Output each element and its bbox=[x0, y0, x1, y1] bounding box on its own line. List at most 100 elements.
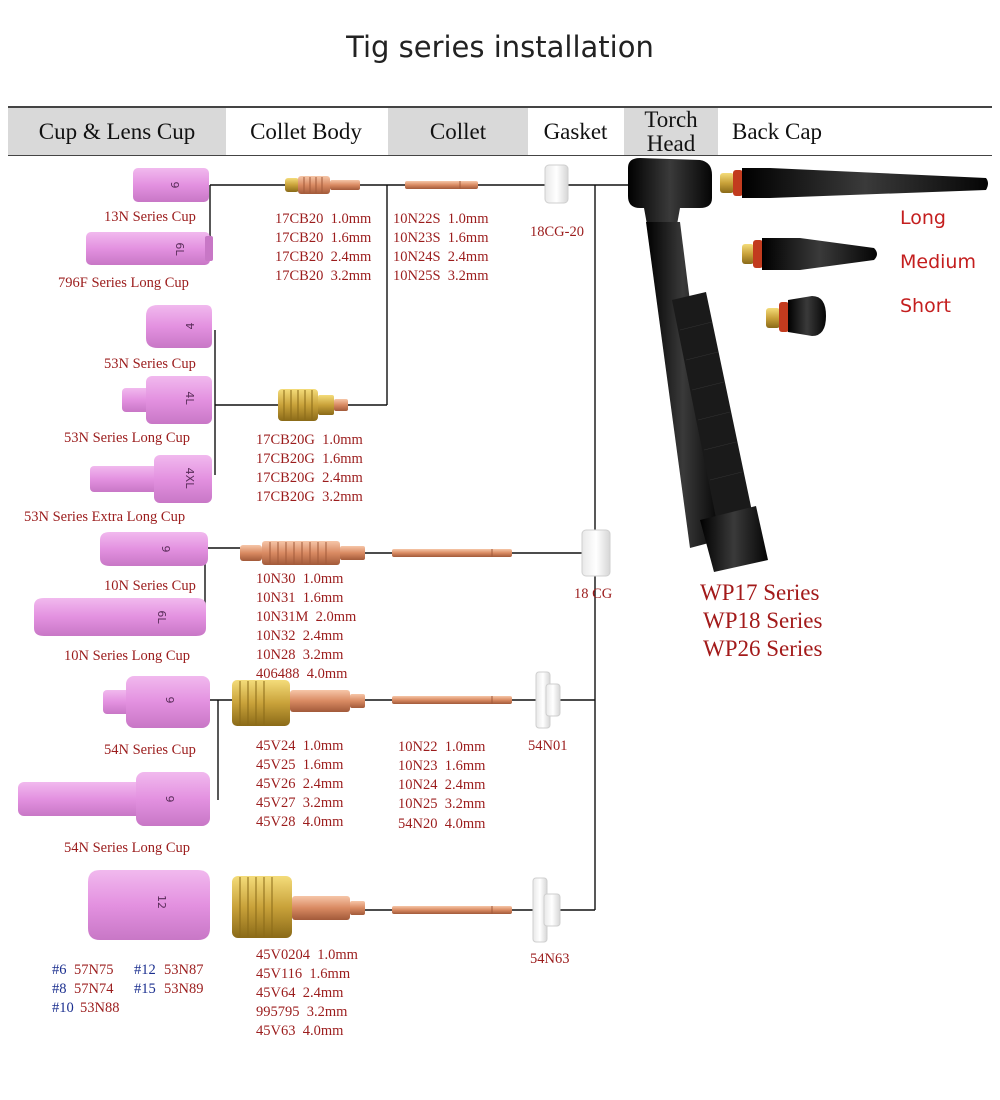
collet-item: 10N22 1.0mm bbox=[398, 739, 486, 755]
cup-53n-extra-long-label: 53N Series Extra Long Cup bbox=[24, 509, 185, 525]
cup-53n-number: 4 bbox=[184, 323, 197, 330]
cup-53n-extra-long-number: 4XL bbox=[183, 468, 196, 490]
gasket-18cg bbox=[581, 529, 611, 577]
cup-53n-long: 4L bbox=[122, 376, 212, 424]
collet-body-17cb20g bbox=[278, 389, 348, 421]
cup-53n-long-number: 4L bbox=[183, 391, 196, 405]
page-title: Tig series installation bbox=[346, 30, 654, 64]
header-cup: Cup & Lens Cup bbox=[8, 108, 226, 155]
collet-body-item: 17CB20 3.2mm bbox=[275, 268, 372, 284]
collet-body-item: 45V0204 1.0mm bbox=[256, 947, 359, 963]
header-collet-body: Collet Body bbox=[250, 118, 362, 144]
gasket-54n63 bbox=[532, 877, 561, 943]
collet-body-list-g2: 17CB20G 1.0mm 17CB20G 1.6mm 17CB20G 2.4m… bbox=[256, 432, 363, 505]
torch-head bbox=[628, 158, 768, 572]
cup-10n-long-number: 6L bbox=[155, 610, 168, 624]
cup-53n-label: 53N Series Cup bbox=[104, 356, 196, 372]
cup-10n-long: 6L bbox=[34, 598, 206, 636]
collet-body-item: 17CB20G 1.0mm bbox=[256, 432, 363, 448]
collet-item: 10N23S 1.6mm bbox=[393, 230, 489, 246]
gasket-54n01-label: 54N01 bbox=[528, 738, 567, 754]
gasket-18cg-20-label: 18CG-20 bbox=[530, 224, 584, 240]
collet-short bbox=[405, 181, 478, 189]
cup-54n: 6 bbox=[103, 676, 210, 728]
collet-item: 10N22S 1.0mm bbox=[393, 211, 489, 227]
gasket-54n63-label: 54N63 bbox=[530, 951, 569, 967]
torch-series-list: WP17 Series WP18 Series WP26 Series bbox=[700, 580, 823, 661]
header-torch-line1: Torch bbox=[644, 106, 698, 132]
cup-53n-extra-long: 4XL bbox=[90, 455, 212, 503]
cup-size-num: #12 bbox=[134, 962, 156, 978]
connector-lines bbox=[204, 184, 628, 911]
collet-body-item: 45V64 2.4mm bbox=[256, 985, 344, 1001]
collet-long-10n bbox=[392, 549, 512, 557]
collet-body-list-g1: 17CB20 1.0mm 17CB20 1.6mm 17CB20 2.4mm 1… bbox=[275, 211, 372, 284]
torch-series-item: WP26 Series bbox=[703, 636, 823, 661]
torch-series-item: WP18 Series bbox=[703, 608, 823, 633]
back-cap-short bbox=[766, 296, 826, 336]
cup-10n: 6 bbox=[100, 532, 208, 566]
back-cap-long-label: Long bbox=[900, 207, 946, 229]
collet-body-item: 45V116 1.6mm bbox=[256, 966, 351, 982]
collet-long-54n bbox=[392, 696, 512, 704]
collet-list-g4: 10N22 1.0mm 10N23 1.6mm 10N24 2.4mm 10N2… bbox=[398, 739, 486, 832]
cup-54n-number: 6 bbox=[164, 697, 177, 704]
cup-size-num: #8 bbox=[52, 981, 67, 997]
cup-54n-long: 6 bbox=[18, 772, 210, 826]
collet-body-list-g5: 45V0204 1.0mm 45V116 1.6mm 45V64 2.4mm 9… bbox=[256, 947, 359, 1039]
cup-54n-long-label: 54N Series Long Cup bbox=[64, 840, 190, 856]
cup-796f: 6L bbox=[86, 232, 213, 265]
back-cap-medium bbox=[742, 238, 877, 270]
back-cap-short-label: Short bbox=[900, 295, 951, 317]
collet-long-57n bbox=[392, 906, 512, 914]
collet-item: 10N24 2.4mm bbox=[398, 777, 486, 793]
cup-13n-label: 13N Series Cup bbox=[104, 209, 196, 225]
collet-body-item: 17CB20 2.4mm bbox=[275, 249, 372, 265]
torch-series-item: WP17 Series bbox=[700, 580, 820, 605]
cup-10n-number: 6 bbox=[160, 546, 173, 553]
collet-body-list-g4: 45V24 1.0mm 45V25 1.6mm 45V26 2.4mm 45V2… bbox=[256, 738, 344, 830]
cup-size-code: 57N75 bbox=[74, 962, 113, 978]
collet-body-item: 45V63 4.0mm bbox=[256, 1023, 344, 1039]
header-torch-line2: Head bbox=[646, 130, 696, 156]
gasket-18cg-20 bbox=[544, 164, 569, 204]
collet-body-item: 17CB20 1.0mm bbox=[275, 211, 372, 227]
collet-body-10n bbox=[240, 541, 365, 565]
back-cap-medium-label: Medium bbox=[900, 251, 976, 273]
header-back-cap: Back Cap bbox=[732, 118, 823, 144]
header-bottom-rule bbox=[8, 155, 992, 156]
collet-item: 10N25 3.2mm bbox=[398, 796, 486, 812]
collet-body-item: 17CB20G 3.2mm bbox=[256, 489, 363, 505]
header-collet: Collet bbox=[388, 108, 528, 155]
header-torch-head: Torch Head bbox=[624, 106, 718, 156]
collet-body-item: 10N31 1.6mm bbox=[256, 590, 344, 606]
collet-body-item: 45V24 1.0mm bbox=[256, 738, 344, 754]
cup-size-code: 53N89 bbox=[164, 981, 203, 997]
collet-body-item: 10N32 2.4mm bbox=[256, 628, 344, 644]
collet-body-item: 17CB20G 2.4mm bbox=[256, 470, 363, 486]
collet-item: 10N24S 2.4mm bbox=[393, 249, 489, 265]
collet-body-17cb20 bbox=[285, 176, 360, 194]
collet-body-item: 45V26 2.4mm bbox=[256, 776, 344, 792]
gasket-54n01 bbox=[535, 671, 561, 729]
collet-body-item: 406488 4.0mm bbox=[256, 666, 348, 682]
collet-item: 54N20 4.0mm bbox=[398, 816, 486, 832]
header-gasket: Gasket bbox=[543, 118, 608, 144]
header-top-rule bbox=[8, 106, 992, 108]
collet-body-item: 17CB20G 1.6mm bbox=[256, 451, 363, 467]
collet-body-item: 17CB20 1.6mm bbox=[275, 230, 372, 246]
cup-54n-label: 54N Series Cup bbox=[104, 742, 196, 758]
cup-13n-number: 6 bbox=[169, 182, 182, 189]
cup-size-list: #6 57N75 #12 53N87 #8 57N74 #15 53N89 #1… bbox=[52, 962, 203, 1016]
cup-796f-label: 796F Series Long Cup bbox=[58, 275, 189, 291]
collet-list-g1: 10N22S 1.0mm 10N23S 1.6mm 10N24S 2.4mm 1… bbox=[393, 211, 489, 284]
collet-body-item: 10N28 3.2mm bbox=[256, 647, 344, 663]
collet-body-45v-large bbox=[232, 876, 365, 938]
cup-796f-number: 6L bbox=[173, 242, 186, 256]
cup-size-code: 53N88 bbox=[80, 1000, 119, 1016]
cup-10n-long-label: 10N Series Long Cup bbox=[64, 648, 190, 664]
collet-body-item: 10N30 1.0mm bbox=[256, 571, 344, 587]
cup-size-num: #6 bbox=[52, 962, 67, 978]
collet-body-item: 45V25 1.6mm bbox=[256, 757, 344, 773]
